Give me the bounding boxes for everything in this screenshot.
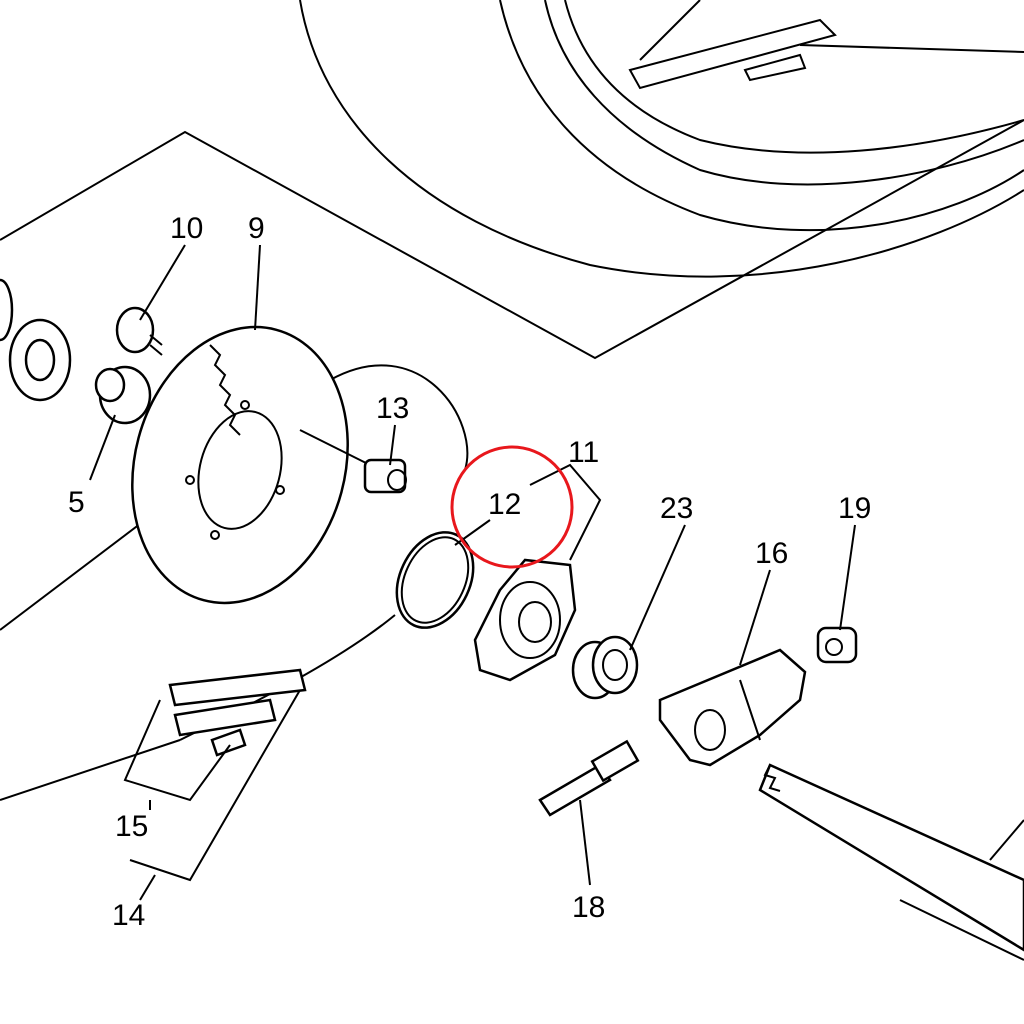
label-10: 10: [170, 212, 203, 245]
wheel-drawing: [299, 0, 1024, 278]
label-14: 14: [112, 899, 145, 932]
label-23: 23: [660, 492, 693, 525]
label-15: 15: [115, 810, 148, 843]
label-18: 18: [572, 891, 605, 924]
label-5: 5: [68, 486, 85, 519]
chain-adjuster-16: [658, 648, 807, 767]
chain-parts: [123, 668, 307, 882]
o-ring-12: [395, 531, 475, 629]
axle: [758, 763, 1024, 952]
hub-plate-11: [473, 558, 577, 682]
label-19: 19: [838, 492, 871, 525]
label-9: 9: [248, 212, 265, 245]
collar-23: [571, 635, 639, 700]
label-16: 16: [755, 537, 788, 570]
nut-19: [816, 626, 858, 664]
sprocket-disc: [131, 325, 349, 605]
highlight-circle: [450, 445, 574, 569]
label-11: 11: [568, 436, 599, 469]
nut-13: [299, 429, 407, 494]
leader-lines: [89, 244, 856, 901]
label-12: 12: [488, 488, 521, 521]
bolt-18: [538, 739, 640, 817]
label-13: 13: [376, 392, 409, 425]
bearing-parts: [0, 278, 163, 425]
